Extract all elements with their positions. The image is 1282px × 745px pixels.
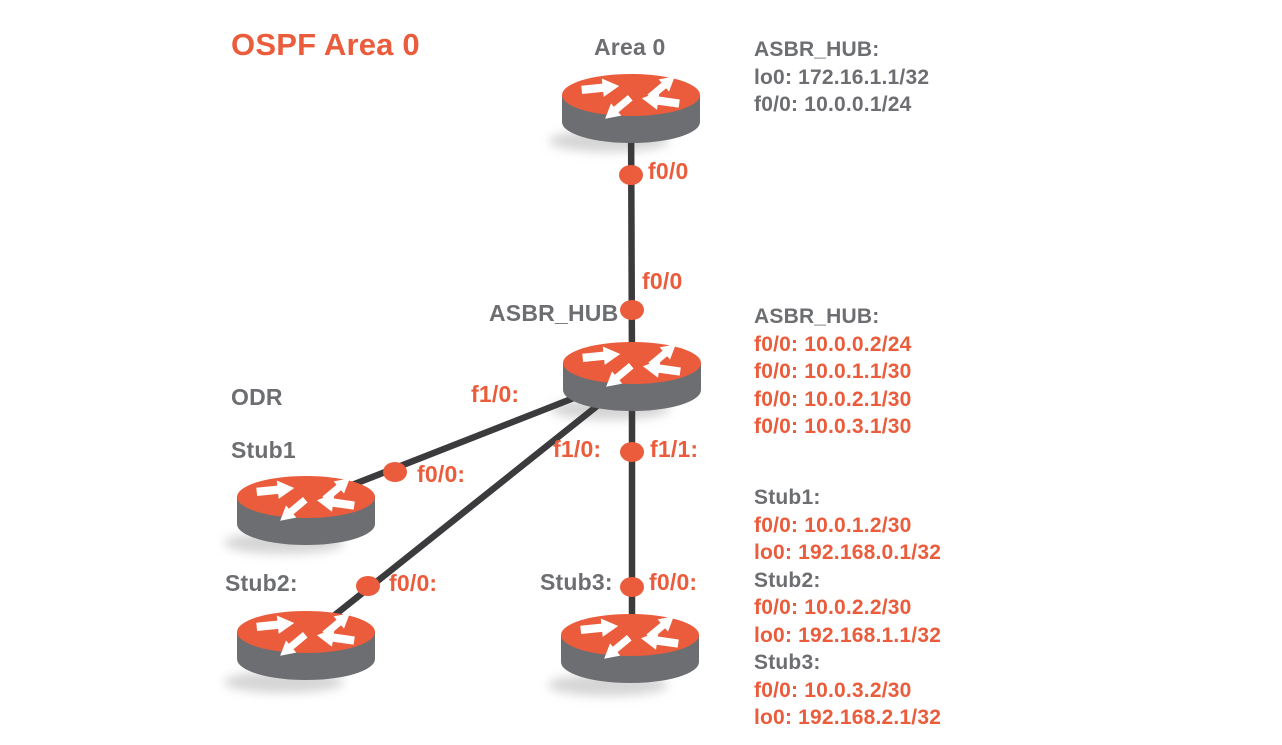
- node-label-stub3: Stub3:: [540, 569, 613, 595]
- interface-dot-stub2-f00: [356, 576, 380, 596]
- router-stub1: [237, 472, 375, 545]
- interface-label-hub-f10-down: f1/0:: [553, 436, 602, 462]
- interface-label-stub3-f00: f0/0:: [649, 569, 698, 595]
- info-block-title: ASBR_HUB:: [754, 38, 880, 61]
- interface-label-hub-f00: f0/0: [642, 268, 683, 294]
- link-hub-stub2: [302, 375, 635, 642]
- info-line: f0/0: 10.0.0.1/24: [754, 93, 912, 116]
- info-line: f0/0: 10.0.2.1/30: [754, 387, 912, 411]
- info-block-stubs: Stub1: f0/0: 10.0.1.2/30 lo0: 192.168.0.1/…: [754, 484, 1194, 732]
- info-line: f0/0: 10.0.2.2/30: [754, 596, 912, 619]
- interface-label-area0-f00: f0/0: [648, 158, 689, 184]
- info-block-title: Stub2:: [754, 568, 821, 592]
- info-line: f0/0: 10.0.3.1/30: [754, 415, 912, 438]
- info-block-title: Stub1:: [754, 486, 821, 509]
- interface-dot-stub3-f00: [620, 577, 644, 597]
- interface-dots: [356, 165, 644, 597]
- node-label-stub2: Stub2:: [225, 570, 298, 596]
- router-stub3: [561, 610, 699, 683]
- node-label-stub1: Stub1: [231, 437, 296, 463]
- page-title: OSPF Area 0: [231, 27, 420, 62]
- info-line: lo0: 172.16.1.1/32: [754, 65, 930, 89]
- interface-label-hub-f10-left: f1/0:: [471, 381, 520, 407]
- interface-dot-hub-f11: [620, 442, 644, 462]
- interface-dot-hub-f00: [620, 300, 644, 320]
- interface-label-hub-f11: f1/1:: [650, 436, 699, 462]
- info-line: f0/0: 10.0.1.2/30: [754, 513, 912, 537]
- interface-label-stub2-f00: f0/0:: [389, 570, 438, 596]
- info-block-asbr-hub-top: ASBR_HUB: lo0: 172.16.1.1/32 f0/0: 10.0.0.…: [754, 36, 1194, 119]
- router-shadows: [224, 130, 670, 696]
- interface-dot-stub1-f00: [383, 462, 407, 482]
- info-block-title: ASBR_HUB:: [754, 305, 880, 328]
- router-asbr-hub: [563, 338, 701, 411]
- node-label-area0: Area 0: [594, 34, 666, 60]
- router-stub2: [237, 607, 375, 680]
- interface-dot-area0-f00: [619, 165, 643, 185]
- router-area0: [562, 70, 700, 143]
- node-label-odr: ODR: [231, 384, 283, 410]
- info-line: lo0: 192.168.2.1/32: [754, 706, 942, 729]
- info-block-title: Stub3:: [754, 651, 821, 674]
- interface-label-stub1-f00: f0/0:: [417, 461, 466, 487]
- node-label-asbr-hub: ASBR_HUB: [489, 300, 619, 326]
- info-block-asbr-hub-mid: ASBR_HUB: f0/0: 10.0.0.2/24 f0/0: 10.0.1.1…: [754, 303, 1194, 441]
- link-area0-hub: [627, 101, 636, 372]
- info-line: f0/0: 10.0.3.2/30: [754, 678, 912, 702]
- info-line: f0/0: 10.0.0.2/24: [754, 332, 912, 356]
- info-line: lo0: 192.168.1.1/32: [754, 623, 942, 647]
- info-line: f0/0: 10.0.1.1/30: [754, 360, 912, 383]
- info-line: lo0: 192.168.0.1/32: [754, 541, 942, 564]
- network-links: [302, 101, 636, 648]
